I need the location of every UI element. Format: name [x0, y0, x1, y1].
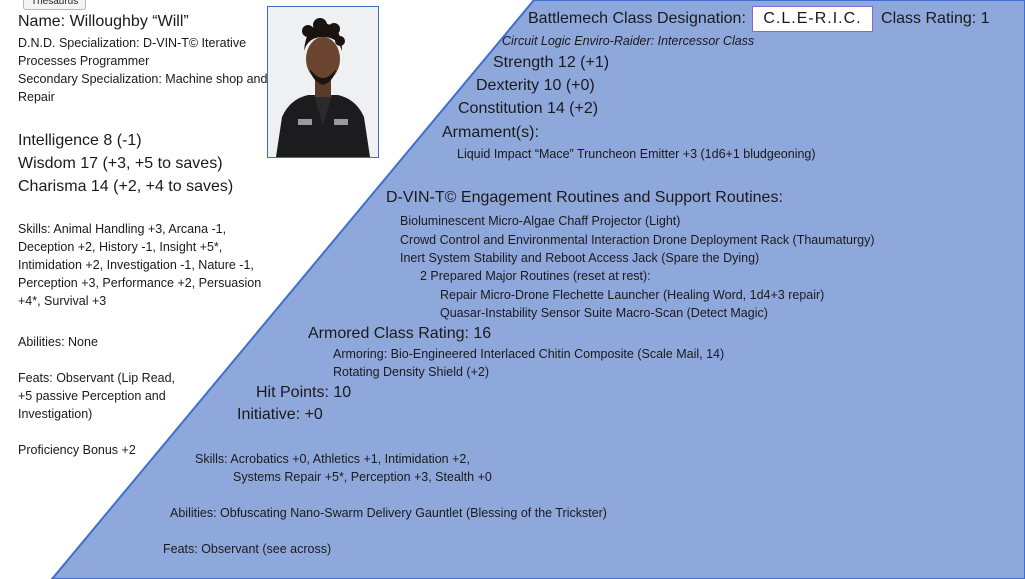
armor-class-heading: Armored Class Rating: 16 [308, 325, 492, 342]
character-portrait [267, 6, 379, 158]
left-abilities: Abilities: None [18, 335, 98, 349]
designation-value-box: C.L.E-R.I.C. [752, 6, 873, 32]
prepared-routine-2: Quasar-Instability Sensor Suite Macro-Sc… [440, 306, 768, 320]
right-skills-line-1: Skills: Acrobatics +0, Athletics +1, Int… [195, 452, 470, 466]
designation-label: Battlemech Class Designation: [528, 10, 746, 27]
armament-item: Liquid Impact “Mace” Truncheon Emitter +… [457, 147, 816, 161]
portrait-image [268, 7, 378, 157]
routine-1: Bioluminescent Micro-Algae Chaff Project… [400, 214, 681, 228]
secondary-specialization: Secondary Specialization: Machine shop a… [18, 72, 268, 104]
stat-wisdom: Wisdom 17 (+3, +5 to saves) [18, 155, 223, 172]
class-rating: Class Rating: 1 [881, 10, 990, 27]
routine-3: Inert System Stability and Reboot Access… [400, 251, 760, 265]
character-name: Name: Willoughby “Will” [18, 13, 189, 30]
prepared-label: 2 Prepared Major Routines (reset at rest… [420, 269, 651, 283]
stat-charisma: Charisma 14 (+2, +4 to saves) [18, 178, 234, 195]
panel-shape [50, 0, 1025, 579]
right-feats: Feats: Observant (see across) [163, 542, 332, 556]
right-skills-line-2: Systems Repair +5*, Perception +3, Steal… [233, 470, 492, 484]
hit-points: Hit Points: 10 [256, 384, 352, 401]
dnd-specialization: D.N.D. Specialization: D-VIN-T© Iterativ… [18, 36, 247, 68]
left-feats: Feats: Observant (Lip Read, +5 passive P… [18, 371, 176, 421]
routine-2: Crowd Control and Environmental Interact… [400, 233, 875, 247]
subclass-line: Circuit Logic Enviro-Raider: Intercessor… [502, 34, 755, 48]
stat-dexterity: Dexterity 10 (+0) [476, 77, 595, 94]
right-abilities: Abilities: Obfuscating Nano-Swarm Delive… [170, 506, 607, 520]
initiative: Initiative: +0 [237, 406, 323, 423]
thesaurus-tooltip: Thesaurus [23, 0, 87, 10]
stat-intelligence: Intelligence 8 (-1) [18, 132, 142, 149]
prepared-routine-1: Repair Micro-Drone Flechette Launcher (H… [440, 288, 825, 302]
designation-row: Battlemech Class Designation: C.L.E-R.I.… [528, 6, 990, 32]
armoring-line: Armoring: Bio-Engineered Interlaced Chit… [333, 347, 725, 361]
armament-label: Armament(s): [442, 124, 539, 141]
shield-line: Rotating Density Shield (+2) [333, 365, 489, 379]
left-skills: Skills: Animal Handling +3, Arcana -1, D… [18, 222, 262, 308]
proficiency-bonus: Proficiency Bonus +2 [18, 443, 136, 457]
routines-heading: D-VIN-T© Engagement Routines and Support… [386, 189, 783, 206]
stat-strength: Strength 12 (+1) [493, 54, 610, 71]
stat-constitution: Constitution 14 (+2) [458, 100, 599, 117]
